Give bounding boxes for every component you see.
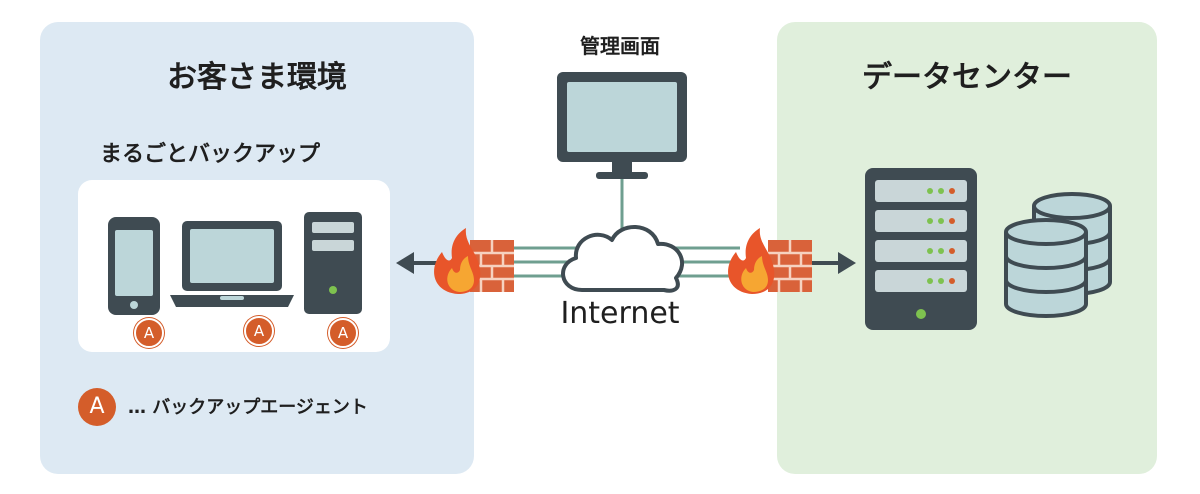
- full-backup-title: まるごとバックアップ: [100, 142, 321, 167]
- agent-badge-smartphone: A: [134, 318, 164, 348]
- internet-label: Internet: [560, 296, 680, 331]
- datacenter-title: データセンター: [862, 60, 1072, 95]
- monitor-icon: [557, 72, 687, 179]
- firewall-icon: [768, 240, 812, 292]
- cloud-icon: [561, 225, 684, 293]
- agent-badge-laptop: A: [244, 316, 274, 346]
- database-icon: [1004, 218, 1088, 318]
- desktop-tower-icon: [304, 212, 362, 314]
- legend-text: … バックアップエージェント: [128, 397, 368, 418]
- arrow-right-icon: [812, 252, 856, 274]
- management-screen-title: 管理画面: [580, 34, 660, 58]
- customer-environment-title: お客さま環境: [167, 60, 347, 95]
- flame-icon: [434, 228, 481, 294]
- firewall-icon: [470, 240, 514, 292]
- laptop-icon: [170, 221, 294, 307]
- server-rack-icon: [865, 168, 977, 330]
- flame-icon: [728, 228, 775, 294]
- agent-badge-desktop: A: [328, 318, 358, 348]
- legend-agent-badge: A: [78, 388, 116, 426]
- smartphone-icon: [108, 217, 160, 315]
